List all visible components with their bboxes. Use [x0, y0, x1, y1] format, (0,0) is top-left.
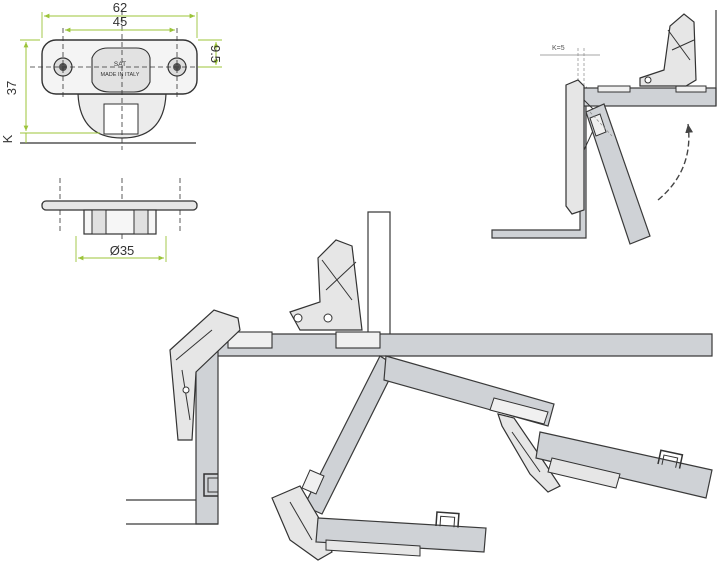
detail-door-cup — [589, 113, 607, 137]
detail-hinge-upper — [639, 13, 697, 87]
detail-hinge-upper-arms — [667, 29, 695, 61]
detail-door-ref — [589, 111, 613, 137]
left-hinge-screw — [182, 386, 190, 394]
upper-right-wall — [367, 211, 391, 341]
detail-hinge-upper-screw — [644, 76, 652, 84]
plate-top-view: SAT MADE IN ITALY 62 45 9.5 37 K — [0, 0, 223, 150]
dim-9-5-label: 9.5 — [208, 45, 223, 63]
k-label: K — [0, 134, 15, 143]
detail-hinge-side — [565, 79, 585, 215]
corner-cabinet — [126, 211, 713, 561]
top-shelf-panel — [195, 333, 713, 357]
dim-37-label: 37 — [4, 81, 19, 95]
plate-center-block — [91, 47, 151, 93]
right-lower-hinge-arm — [511, 431, 541, 473]
upper-center-hinge-screw-1 — [293, 313, 303, 323]
side-cup-rib-right — [133, 209, 149, 235]
bottom-center-hinge-arm — [289, 501, 313, 541]
dim-35-label: Ø35 — [110, 243, 135, 258]
corner-detail: K=5 — [491, 10, 717, 245]
rotation-arrow — [657, 123, 694, 201]
dim-45-label: 45 — [113, 14, 127, 29]
side-plate — [41, 200, 198, 211]
k5-label: K=5 — [552, 45, 565, 52]
upper-center-hinge-screw-2 — [323, 313, 333, 323]
detail-cup-2 — [675, 85, 707, 93]
upper-center-hinge-arms — [321, 259, 357, 301]
right-angled-door-cup — [489, 397, 549, 425]
plate-origin-text: MADE IN ITALY — [101, 72, 140, 78]
right-most-door — [535, 431, 713, 499]
side-cup-rib-left — [91, 209, 107, 235]
left-corner-hinge-arms — [175, 329, 213, 421]
plate-side-view: Ø35 — [41, 178, 198, 262]
detail-cup-1 — [597, 85, 631, 93]
shelf-cup-2 — [335, 331, 381, 349]
detail-open-door — [585, 103, 651, 245]
upper-center-hinge — [289, 239, 363, 331]
diagonal-door-cup — [301, 469, 325, 495]
right-most-door-hinge-plate — [547, 457, 621, 489]
plate-brand-text: SAT — [114, 61, 126, 68]
dim-62-label: 62 — [113, 0, 127, 15]
cup-insert — [103, 103, 139, 135]
bottom-center-door-hinge-plate — [325, 539, 421, 557]
